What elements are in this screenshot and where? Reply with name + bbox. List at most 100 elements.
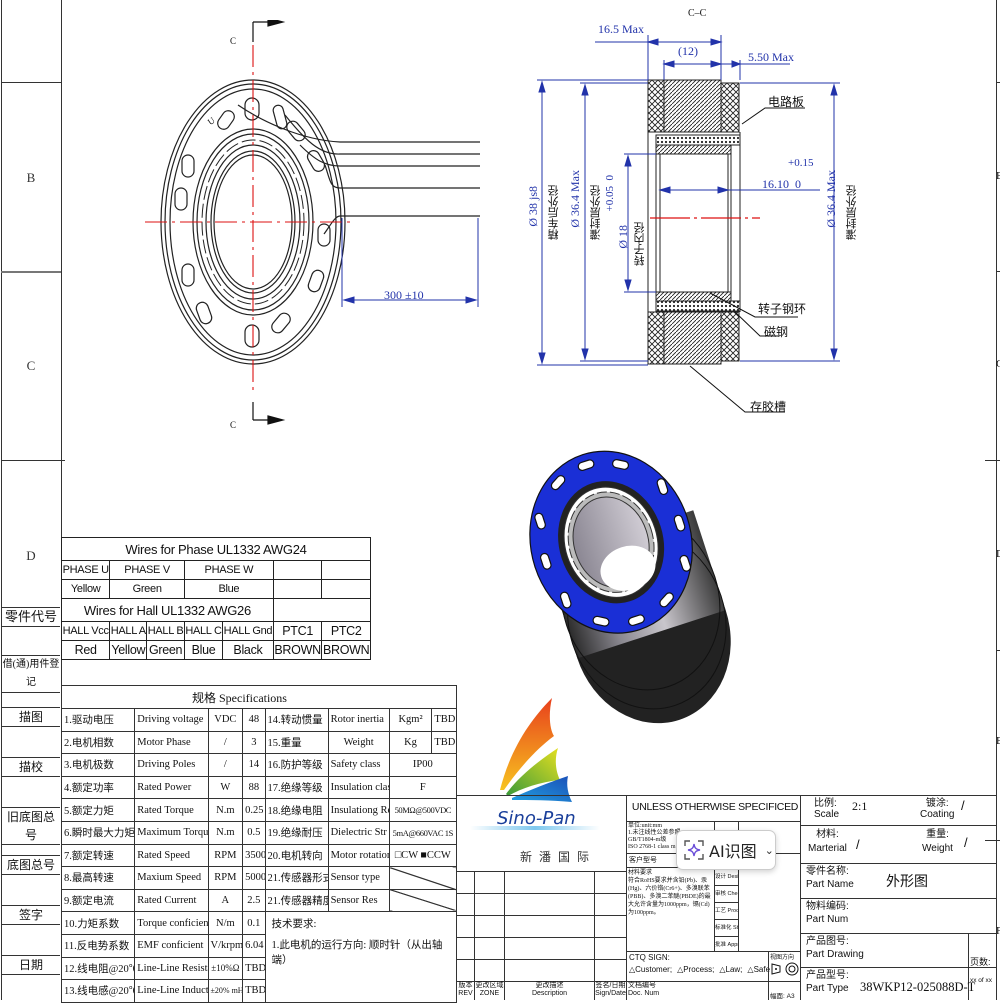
- phase-header: PHASE U: [60, 560, 111, 580]
- paper-size: 幅面: A3: [770, 993, 795, 1000]
- spec-cn: 20.电机转向: [264, 843, 329, 868]
- divider: [456, 795, 457, 1000]
- rev-header-cn: 更改区域: [475, 982, 504, 989]
- spec-en: Sensor type: [327, 866, 390, 890]
- spec-unit: W: [207, 775, 244, 800]
- spec-en: EMF conficient: [134, 933, 209, 958]
- spec-value: 0.1: [242, 911, 266, 935]
- divider: [800, 795, 801, 1000]
- spec-unit: VDC: [207, 708, 244, 732]
- spec-cn: 14.转动惯量: [264, 708, 329, 732]
- part-name-value: 外形图: [886, 875, 928, 890]
- part-name-label: 零件名称:Part Name: [806, 865, 854, 891]
- label-en: Marterial: [808, 843, 847, 854]
- spec-cn: 19.绝缘耐压: [264, 820, 329, 845]
- projection-symbol-icon: [771, 962, 799, 976]
- sparkle-icon: [684, 840, 704, 860]
- logo-swoosh: [470, 826, 600, 830]
- divider: [626, 821, 800, 822]
- spec-value: 14: [242, 753, 266, 777]
- spec-unit: N.m: [207, 798, 244, 822]
- ctq-customer: △Customer;: [629, 965, 673, 974]
- dim-potting-dia-left-label: 灌封层外径: [590, 185, 602, 240]
- divider: [504, 871, 505, 1000]
- spec-unit: N.m: [207, 820, 244, 845]
- spec-value: 5000: [242, 866, 266, 890]
- phase-header: [321, 560, 371, 580]
- spec-en: Driving Poles: [134, 753, 209, 777]
- chevron-down-icon[interactable]: ⌄: [764, 843, 774, 857]
- divider: [800, 967, 996, 968]
- divider: [456, 937, 626, 938]
- spec-en: Insulation class: [327, 775, 390, 800]
- ctq-process: △Process;: [677, 965, 715, 974]
- sign-role: 设计 Designer: [715, 869, 738, 886]
- spec-value: 2.5: [242, 888, 266, 913]
- frame-zone-line: [1, 271, 61, 273]
- divider: [738, 821, 739, 951]
- spec-unit: ±10%Ω: [207, 956, 244, 981]
- spec-unit: RPM: [207, 866, 244, 890]
- frame-zone-divider-right: [996, 0, 997, 1000]
- hall-header: HALL B: [146, 621, 185, 641]
- label-en: Weight: [922, 843, 953, 854]
- label-cn: 物料编码:: [806, 901, 849, 912]
- spec-cn: 13.线电感@20℃: [60, 979, 136, 1003]
- sign-role: 批准 Approve: [715, 942, 738, 948]
- section-view-drawing: [537, 35, 840, 413]
- spec-cn: 4.额定功率: [60, 775, 136, 800]
- divider: [456, 915, 626, 916]
- ctq-items: △Customer; △Process; △Law; △Safe: [629, 965, 770, 974]
- spec-unit: V/krpm: [207, 933, 244, 958]
- spec-value: 3500: [242, 843, 266, 868]
- spec-value: 3: [242, 730, 266, 755]
- section-marker-bottom: C: [230, 420, 237, 430]
- dim-potting-dia-right-label: 灌封层外径: [846, 185, 858, 240]
- empty-cell: [272, 598, 372, 622]
- spec-value: 0.5: [242, 820, 266, 845]
- spec-cn: 6.瞬时最大力矩: [60, 820, 136, 845]
- frame-zone-line: [996, 271, 1000, 272]
- label-en: Scale: [814, 809, 840, 820]
- spec-value: TBD: [431, 730, 457, 755]
- spec-en: Sensor Res: [327, 888, 390, 913]
- frame-zone-line: [996, 650, 1000, 651]
- motor-3d-render: [529, 450, 731, 724]
- spec-value: TBD: [242, 956, 266, 981]
- spec-cn: 1.驱动电压: [60, 708, 136, 732]
- side-label-signature: 签字: [2, 905, 60, 925]
- tech-req-item: 1.此电机的运行方向: 顺时针（从出轴端）: [271, 940, 443, 967]
- ctq-label: Customer;: [635, 965, 673, 974]
- spec-unit: RPM: [207, 843, 244, 868]
- dim-outer-dia-finish-label: 精车后外径: [548, 185, 560, 240]
- rev-header-cn: 更改描述: [535, 982, 564, 989]
- label-cn: 产品型号:: [806, 970, 849, 981]
- spec-unit: Kg: [388, 730, 433, 755]
- spec-value-na: [388, 866, 458, 890]
- side-label-base-no: 底图总号: [2, 855, 60, 875]
- view-direction-label: 视图方向: [770, 955, 795, 961]
- ai-recognize-button[interactable]: AI识图 ⌄: [676, 830, 776, 870]
- part-type-value: 38WKP12-025088D-T: [860, 980, 976, 994]
- spec-cn: 10.力矩系数: [60, 911, 136, 935]
- hall-color: Blue: [183, 640, 224, 660]
- divider: [800, 933, 996, 934]
- spec-value: 0.25: [242, 798, 266, 822]
- spec-unit: ±20% mH: [207, 979, 244, 1003]
- hall-color: BROWN: [321, 640, 371, 660]
- frame-left-border: [1, 0, 2, 1000]
- divider: [626, 795, 627, 1000]
- spec-en: Motor Phase: [134, 730, 209, 755]
- dim-potting-dia-left: Ø 36.4 Max: [568, 170, 582, 228]
- label-cn: 比例:: [814, 798, 837, 809]
- hall-header: HALL Vcc: [60, 621, 111, 641]
- frame-zone-line: [1, 460, 65, 461]
- spec-en: Maximum Torque: [134, 820, 209, 845]
- sign-role: 审核 Check: [715, 886, 738, 903]
